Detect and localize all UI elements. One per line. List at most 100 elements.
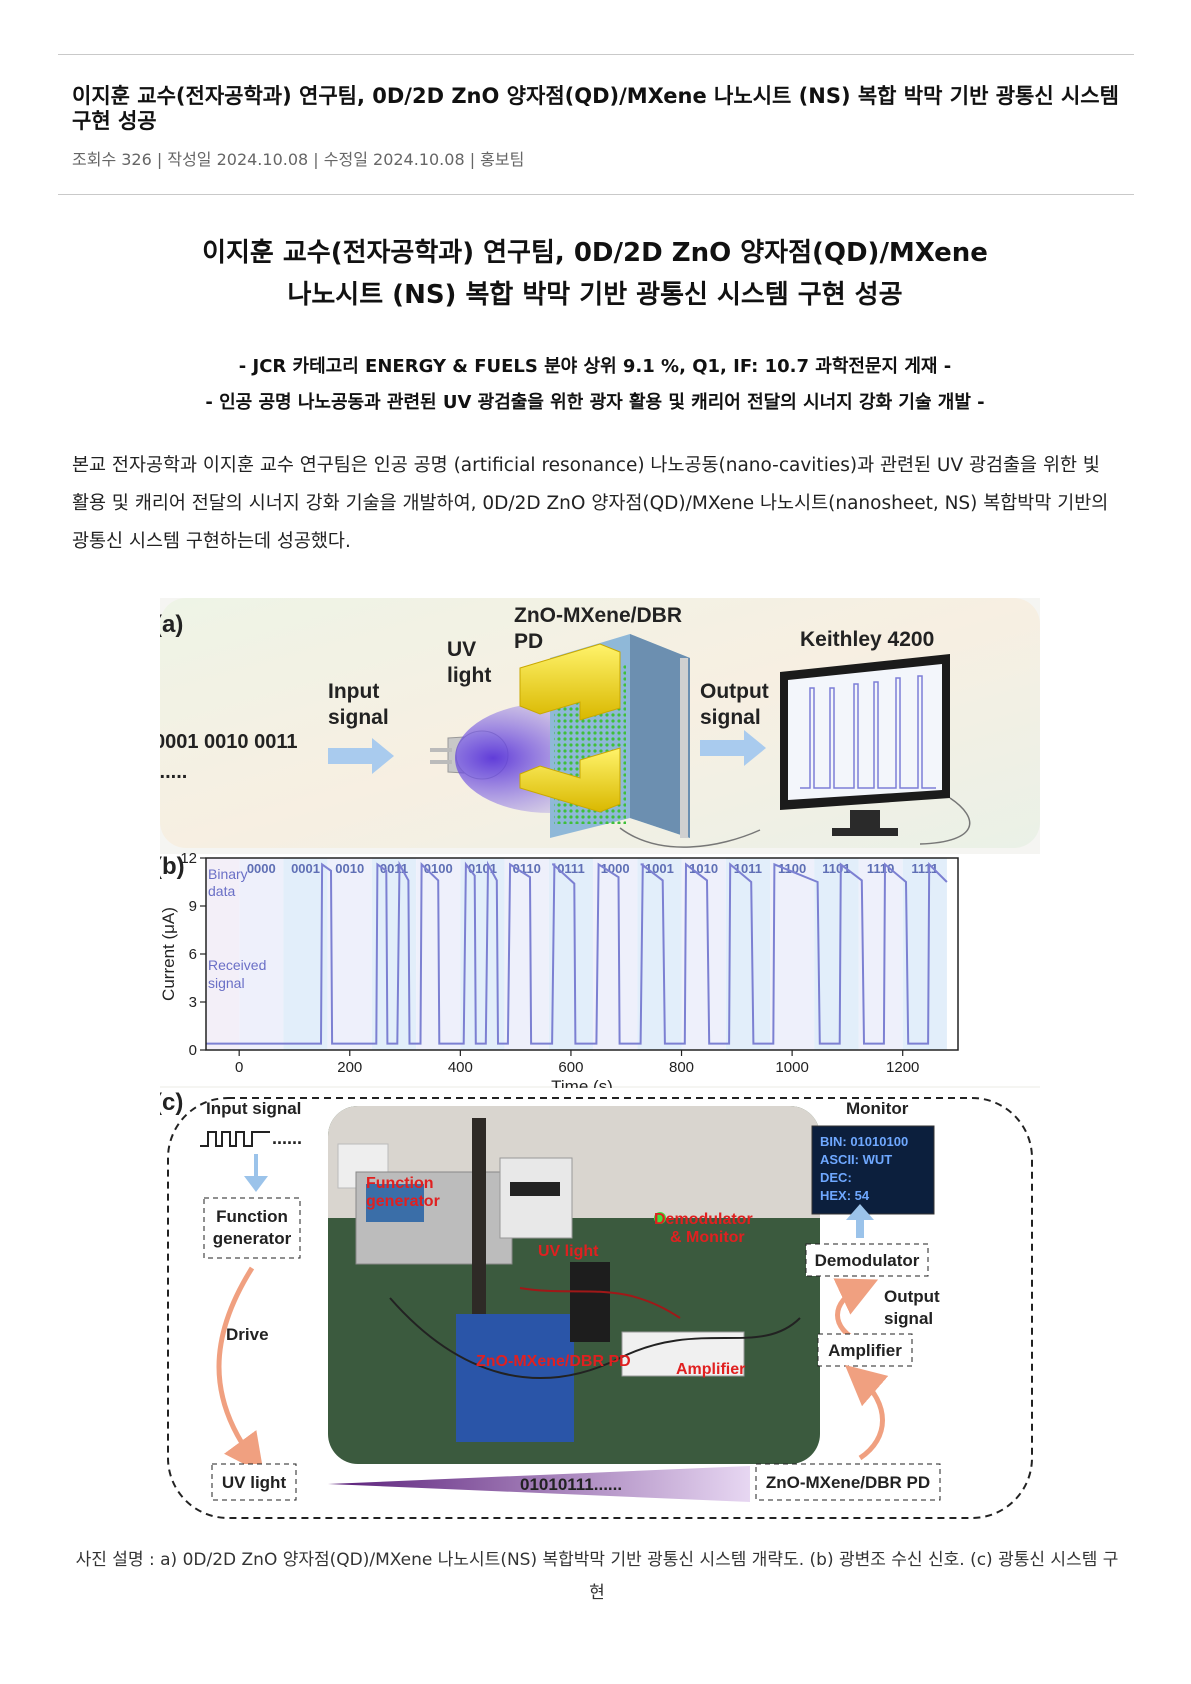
panel-a-label: (a) [160,611,183,638]
photodetector-device [519,634,690,838]
input-signal-line2: signal [328,706,389,729]
arrow-to-generator [244,1154,268,1192]
demodulator-label: Demodulator [815,1251,920,1270]
pd-label: ZnO-MXene/DBR PD [766,1473,930,1492]
x-tick-label: 800 [669,1059,694,1076]
device-label-line2: PD [514,630,543,653]
arrow-to-monitor [846,1204,874,1238]
heading-line-2: 나노시트 (NS) 복합 박막 기반 광통신 시스템 구현 성공 [287,280,903,310]
top-divider [58,54,1134,55]
binary-segment-band [858,858,903,1050]
photo-label-pd: ZnO-MXene/DBR PD [476,1353,631,1370]
y-axis-label: Current (μA) [160,907,178,1001]
binary-category-label: 1000 [601,861,630,876]
binary-segment-band [548,858,594,1050]
photo-label-demod-line2: & Monitor [670,1229,745,1246]
article-heading: 이지훈 교수(전자공학과) 연구팀, 0D/2D ZnO 양자점(QD)/MXe… [100,232,1090,316]
binary-category-label: 1111 [911,861,938,876]
y-tick-label: 12 [180,850,197,867]
function-generator-line2: generator [213,1229,292,1248]
cable-device-monitor [619,827,761,848]
binary-category-label: 1110 [867,861,895,876]
pd-box [755,1463,941,1501]
drive-label: Drive [226,1325,269,1344]
output-signal-line2: signal [700,706,761,729]
uv-light-line2: light [447,664,491,687]
output-signal-line1: Output [700,680,769,703]
heading-line-1: 이지훈 교수(전자공학과) 연구팀, 0D/2D ZnO 양자점(QD)/MXe… [202,238,988,268]
x-tick-label: 600 [558,1059,583,1076]
binary-category-label: 1100 [778,861,806,876]
input-signal-line1: Input [328,680,379,703]
photo-label-amp: Amplifier [676,1361,745,1378]
panel-a: (a) 0001 0010 0011 ...... Input signal U… [154,598,1040,848]
y-tick-label: 6 [189,946,197,963]
monitor-line-bin: BIN: 01010100 [820,1134,908,1149]
uv-light-line1: UV [447,638,476,661]
monitor-screen [811,1125,935,1215]
x-tick-label: 200 [337,1059,362,1076]
experimental-setup-photo: Function generator Demodulator & Monitor… [328,1106,820,1464]
monitor-line-ascii: ASCII: WUT [820,1152,892,1167]
binary-segment-band [902,858,947,1050]
demodulator-box [805,1243,929,1277]
received-signal-label-line2: signal [208,975,245,991]
figure-svg: (a) 0001 0010 0011 ...... Input signal U… [154,598,1040,1528]
device-label-line1: ZnO-MXene/DBR [514,604,682,627]
bit-sequence-dots: ...... [160,761,187,783]
square-wave-icon [200,1131,270,1147]
binary-category-label: 0110 [513,861,541,876]
binary-segment-band [637,858,682,1050]
subhead-1: - JCR 카테고리 ENERGY & FUELS 분야 상위 9.1 %, Q… [238,356,952,377]
photo-label-function-line2: generator [366,1193,440,1210]
function-generator-box [203,1197,301,1259]
binary-segment-band [327,858,372,1050]
binary-segment-band [504,858,549,1050]
x-tick-label: 0 [235,1059,243,1076]
binary-segment-band [593,858,638,1050]
binary-data-label-line1: Binary [208,866,248,882]
input-signal-title: Input signal [206,1099,301,1118]
input-arrow [328,738,394,774]
panel-c-label: (c) [160,1089,183,1116]
output-signal-c-line1: Output [884,1287,940,1306]
binary-category-label: 1101 [822,861,850,876]
binary-category-label: 1011 [734,861,762,876]
cable-monitor [919,797,971,845]
binary-segment-band [681,858,726,1050]
uv-light-box [211,1463,297,1501]
monitor-line-dec: DEC: [820,1170,852,1185]
instrument-label: Keithley 4200 [800,628,934,651]
body-paragraph: 본교 전자공학과 이지훈 교수 연구팀은 인공 공명 (artificial r… [72,455,1109,552]
arrow-to-amplifier [844,1364,889,1461]
output-arrow [700,730,766,766]
binary-data-label-line2: data [208,883,235,899]
monitor-illustration [780,654,950,836]
binary-category-label: 0111 [557,861,585,876]
subhead-2: - 인공 공명 나노공동과 관련된 UV 광검출을 위한 광자 활용 및 캐리어… [205,392,985,413]
binary-category-label: 0101 [468,861,497,876]
data-stream-text: 01010111...... [520,1475,622,1494]
amplifier-label: Amplifier [828,1341,902,1360]
binary-category-label: 0100 [424,861,453,876]
binary-category-label: 1010 [689,861,718,876]
bit-sequence: 0001 0010 0011 [160,731,298,753]
panel-c: (c) Input signal ...... Function generat… [154,1088,1040,1528]
y-tick-label: 0 [189,1042,197,1059]
monitor-line-hex: HEX: 54 [820,1188,870,1203]
drive-arrow [216,1266,264,1475]
binary-category-label: 0001 [291,861,320,876]
panel-b-label: (b) [160,853,185,880]
received-signal-line [206,860,948,1045]
binary-category-label: 0010 [335,861,364,876]
binary-segment-band [814,858,859,1050]
binary-category-label: 1001 [645,861,674,876]
post-title: 이지훈 교수(전자공학과) 연구팀, 0D/2D ZnO 양자점(QD)/MXe… [72,84,1119,133]
post-meta: 조회수 326 | 작성일 2024.10.08 | 수정일 2024.10.0… [72,150,525,169]
x-tick-label: 1000 [775,1059,808,1076]
panel-b: (b) 000000010010001101000101011001111000… [154,850,1040,1096]
x-tick-label: 1200 [886,1059,919,1076]
photo-label-demod-line1: Demodulator [654,1211,753,1228]
output-signal-c-line2: signal [884,1309,933,1328]
y-tick-label: 3 [189,994,197,1011]
